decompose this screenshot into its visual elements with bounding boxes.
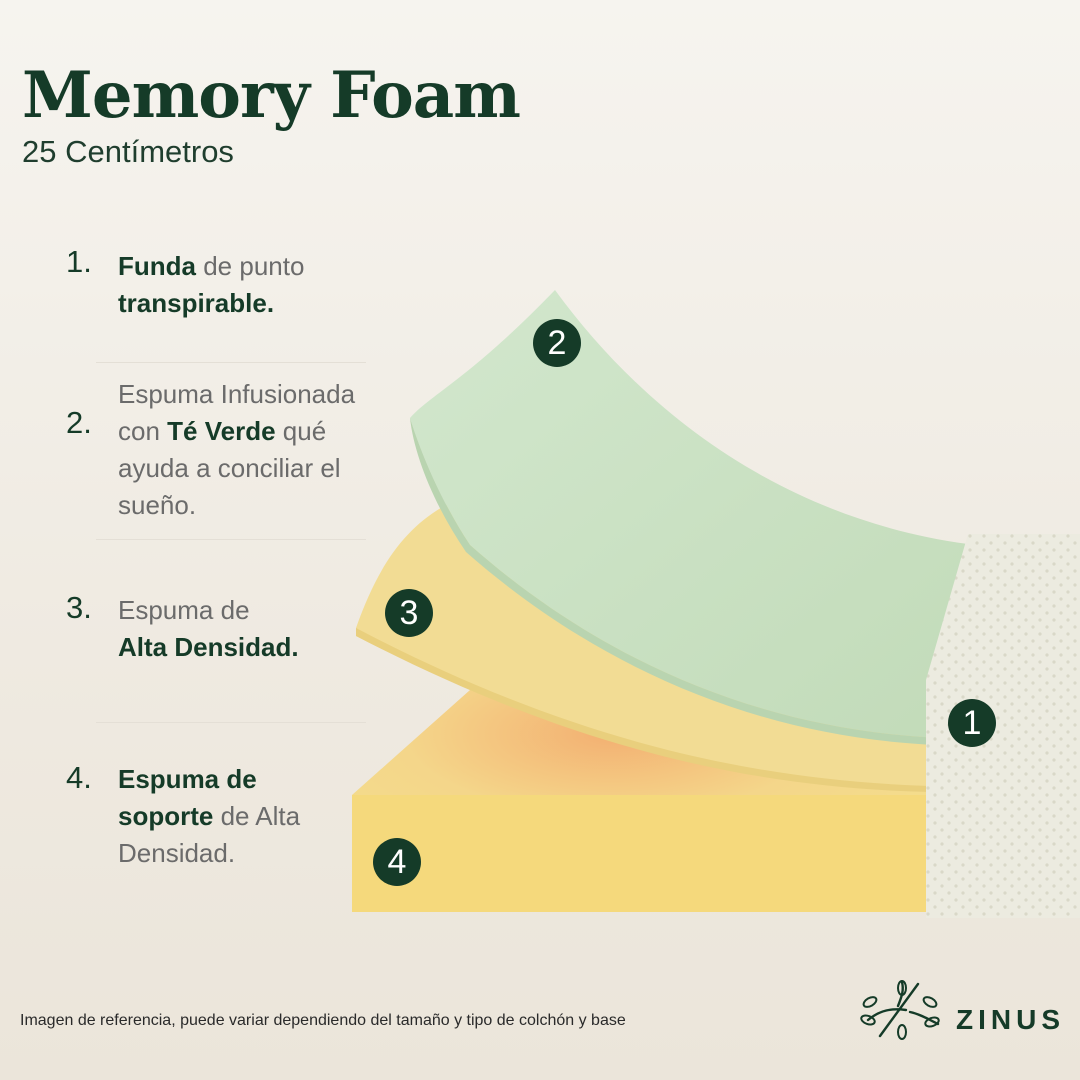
page-subtitle: 25 Centímetros [22,134,234,169]
support-foam-side [352,795,930,912]
layer-number: 3. [66,590,92,625]
layer-number: 4. [66,760,92,795]
brand-logo: ZINUS [858,980,1068,1040]
layer-badge-4: 4 [373,838,421,886]
desc-bold: Té Verde [167,416,276,446]
layer-number: 1. [66,244,92,279]
layer-description: Espuma de Alta Densidad. [118,592,348,666]
divider [96,539,366,540]
layer-badge-3: 3 [385,589,433,637]
green-tea-foam-layer [410,290,968,738]
leaf-wreath-icon [860,980,940,1040]
desc-text: de Alta Densidad. [118,801,301,868]
reference-footnote: Imagen de referencia, puede variar depen… [20,1012,626,1029]
desc-bold: Espuma de soporte [118,764,257,831]
desc-text: Espuma Infusionada con [118,379,356,446]
green-tea-foam-edge [410,418,940,745]
layer-description: Espuma Infusionada con Té Verde qué ayud… [118,376,398,524]
layer-number: 2. [66,405,92,440]
brand-name: ZINUS [956,1004,1065,1035]
divider [96,362,366,363]
desc-bold: transpirable. [118,288,275,318]
desc-text: de punto [196,251,305,281]
layer-description: Espuma de soporte de Alta Densidad. [118,761,328,872]
desc-bold: Funda [118,251,196,281]
page-title: Memory Foam [22,58,521,133]
desc-bold: Alta Densidad. [118,632,299,662]
layer-badge-1: 1 [948,699,996,747]
layer-badge-2: 2 [533,319,581,367]
divider [96,722,366,723]
layer-description: Funda de punto transpirable. [118,248,398,322]
desc-text: qué ayuda a conciliar el sueño. [118,416,341,520]
desc-text: Espuma de [118,595,250,625]
knit-cover-layer [926,534,1080,918]
